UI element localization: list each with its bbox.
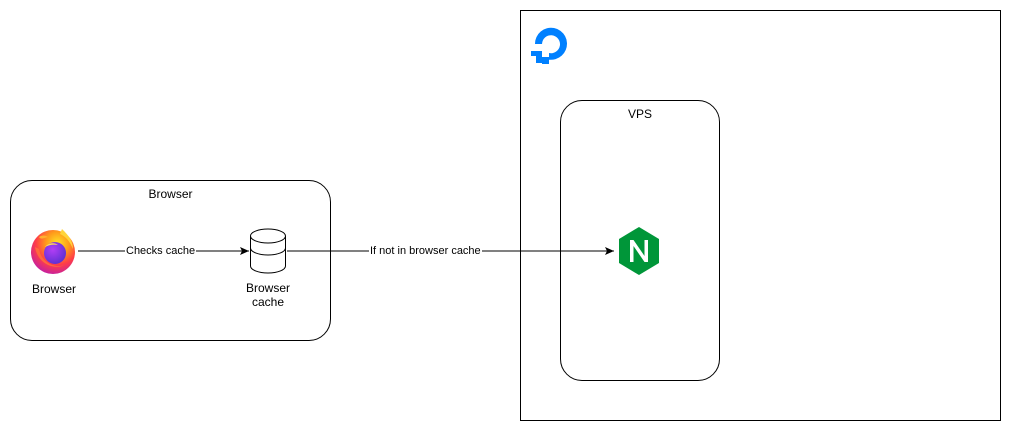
vps-title: VPS xyxy=(627,107,652,121)
firefox-icon xyxy=(31,229,75,274)
edge-label-if-not-cached: If not in browser cache xyxy=(369,245,482,258)
browser-group-title: Browser xyxy=(148,187,193,201)
nginx-icon xyxy=(619,227,659,275)
browser-node-label: Browser xyxy=(31,282,76,296)
cache-node-label-line2: cache xyxy=(251,295,285,309)
digitalocean-logo-icon xyxy=(531,27,567,65)
database-cylinder-icon xyxy=(250,228,286,274)
cache-node-label-line1: Browser xyxy=(245,281,290,295)
edge-label-checks-cache: Checks cache xyxy=(125,245,197,258)
